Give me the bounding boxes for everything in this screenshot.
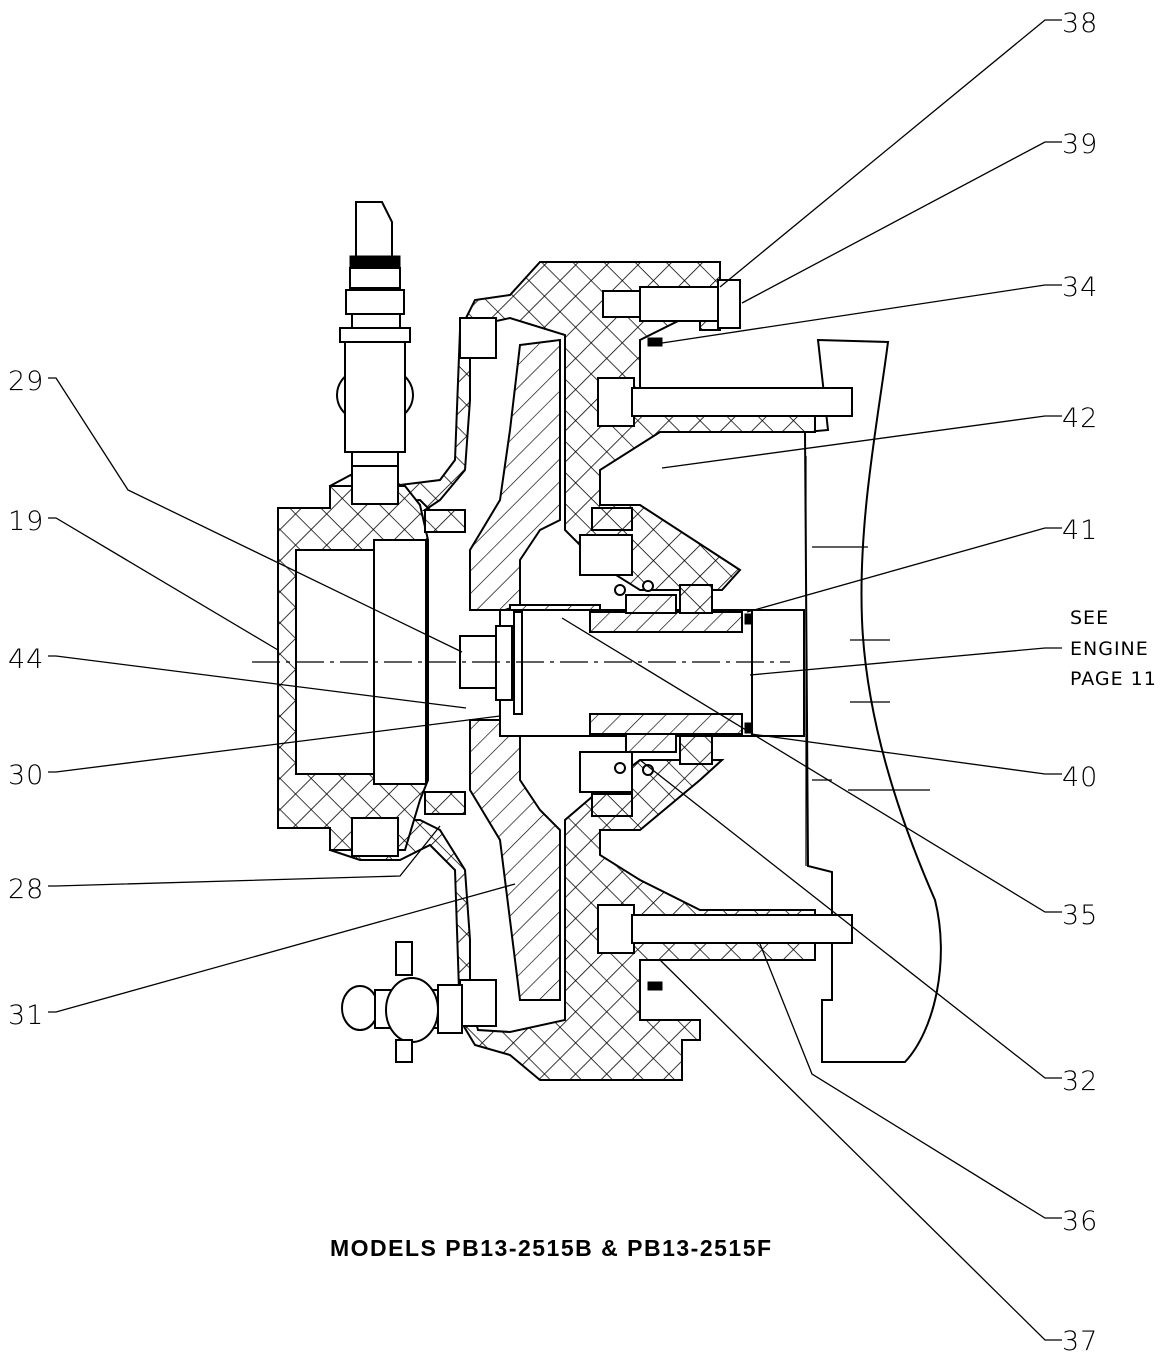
engine-note-line-2: ENGINE — [1070, 638, 1149, 660]
callout-39: 39 — [1062, 129, 1098, 160]
callout-44: 44 — [8, 644, 44, 675]
callout-41: 41 — [1062, 515, 1098, 546]
callout-31: 31 — [8, 1000, 44, 1031]
callout-32: 32 — [1062, 1066, 1098, 1097]
drawing-title: MODELS PB13-2515B & PB13-2515F — [330, 1235, 773, 1261]
callout-29: 29 — [8, 366, 44, 397]
shaft — [459, 609, 805, 737]
callout-19: 19 — [8, 506, 44, 537]
callout-35: 35 — [1062, 900, 1098, 931]
drain-cock — [341, 941, 463, 1063]
callout-36: 36 — [1062, 1206, 1098, 1237]
mechanical-seal — [579, 534, 752, 793]
engine-note-line-3: PAGE 11 — [1070, 668, 1157, 690]
bolts — [597, 279, 853, 991]
callout-30: 30 — [8, 760, 44, 791]
engine-note-line-1: SEE — [1070, 607, 1109, 629]
callout-28: 28 — [8, 874, 44, 905]
engine-flange — [803, 338, 942, 1063]
wear-rings — [424, 507, 633, 817]
callout-40: 40 — [1062, 762, 1098, 793]
callout-37: 37 — [1062, 1326, 1098, 1356]
leader-lines — [48, 19, 1062, 1341]
callout-34: 34 — [1062, 272, 1098, 303]
callout-labels: 38 39 34 29 42 19 41 44 30 40 28 35 31 3… — [8, 8, 1098, 1356]
engine-note: SEE ENGINE PAGE 11 — [1070, 607, 1157, 690]
callout-42: 42 — [1062, 403, 1098, 434]
callout-38: 38 — [1062, 8, 1098, 39]
priming-fitting — [336, 201, 414, 467]
